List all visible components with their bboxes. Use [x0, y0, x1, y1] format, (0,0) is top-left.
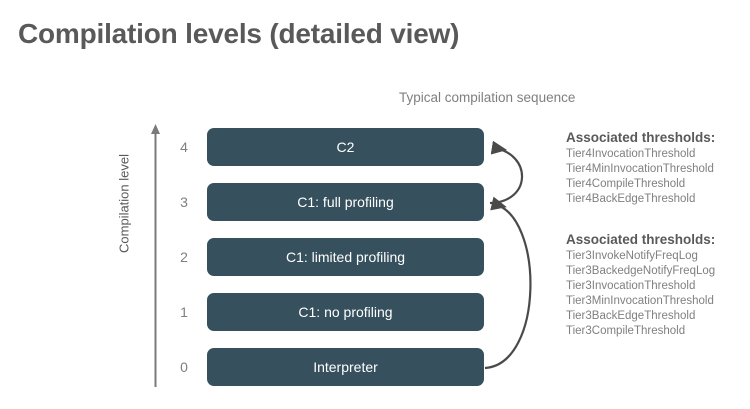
threshold-item: Tier4MinInvocationThreshold [566, 163, 714, 175]
threshold-heading: Associated thresholds: [566, 232, 716, 247]
page-title: Compilation levels (detailed view) [18, 18, 460, 49]
level-bar-label: C1: no profiling [298, 304, 393, 320]
threshold-item: Tier4CompileThreshold [566, 178, 686, 190]
level-bar-c1-no-profiling[interactable]: C1: no profiling [207, 293, 484, 331]
level-bar-label: C1: limited profiling [285, 249, 406, 265]
level-bar-interpreter[interactable]: Interpreter [207, 348, 484, 386]
level-bar-c2[interactable]: C2 [207, 128, 484, 166]
level-tick-4: 4 [180, 139, 188, 155]
threshold-item: Tier3CompileThreshold [566, 325, 686, 337]
threshold-item: Tier3BackedgeNotifyFreqLog [566, 265, 716, 277]
threshold-item: Tier4InvocationThreshold [566, 148, 696, 160]
threshold-heading: Associated thresholds: [566, 130, 716, 145]
level-bar-label: C1: full profiling [297, 194, 394, 210]
arrow-tier3-to-tier4 [489, 140, 524, 205]
compilation-flow-arrows [484, 140, 532, 370]
y-axis-arrow [151, 124, 160, 387]
level-tick-3: 3 [180, 194, 188, 210]
level-bar-label: C2 [336, 139, 355, 155]
level-bar-c1-full-profiling[interactable]: C1: full profiling [207, 183, 484, 221]
y-axis-title: Compilation level [116, 154, 132, 253]
chart-caption: Typical compilation sequence [399, 90, 576, 105]
threshold-group-tier4: Associated thresholds: Tier4InvocationTh… [566, 130, 750, 207]
level-tick-2: 2 [180, 249, 188, 265]
level-tick-1: 1 [180, 304, 188, 320]
threshold-item: Tier3MinInvocationThreshold [566, 295, 714, 307]
level-tick-0: 0 [180, 359, 188, 375]
threshold-item: Tier3InvokeNotifyFreqLog [566, 250, 698, 262]
level-bar-c1-limited-profiling[interactable]: C1: limited profiling [207, 238, 484, 276]
level-bar-label: Interpreter [313, 359, 378, 375]
arrow-interpreter-to-tier3 [484, 196, 532, 370]
threshold-item: Tier3InvocationThreshold [566, 280, 696, 292]
threshold-item: Tier4BackEdgeThreshold [566, 193, 696, 205]
threshold-group-tier3: Associated thresholds: Tier3InvokeNotify… [566, 232, 750, 339]
threshold-item: Tier3BackEdgeThreshold [566, 310, 696, 322]
